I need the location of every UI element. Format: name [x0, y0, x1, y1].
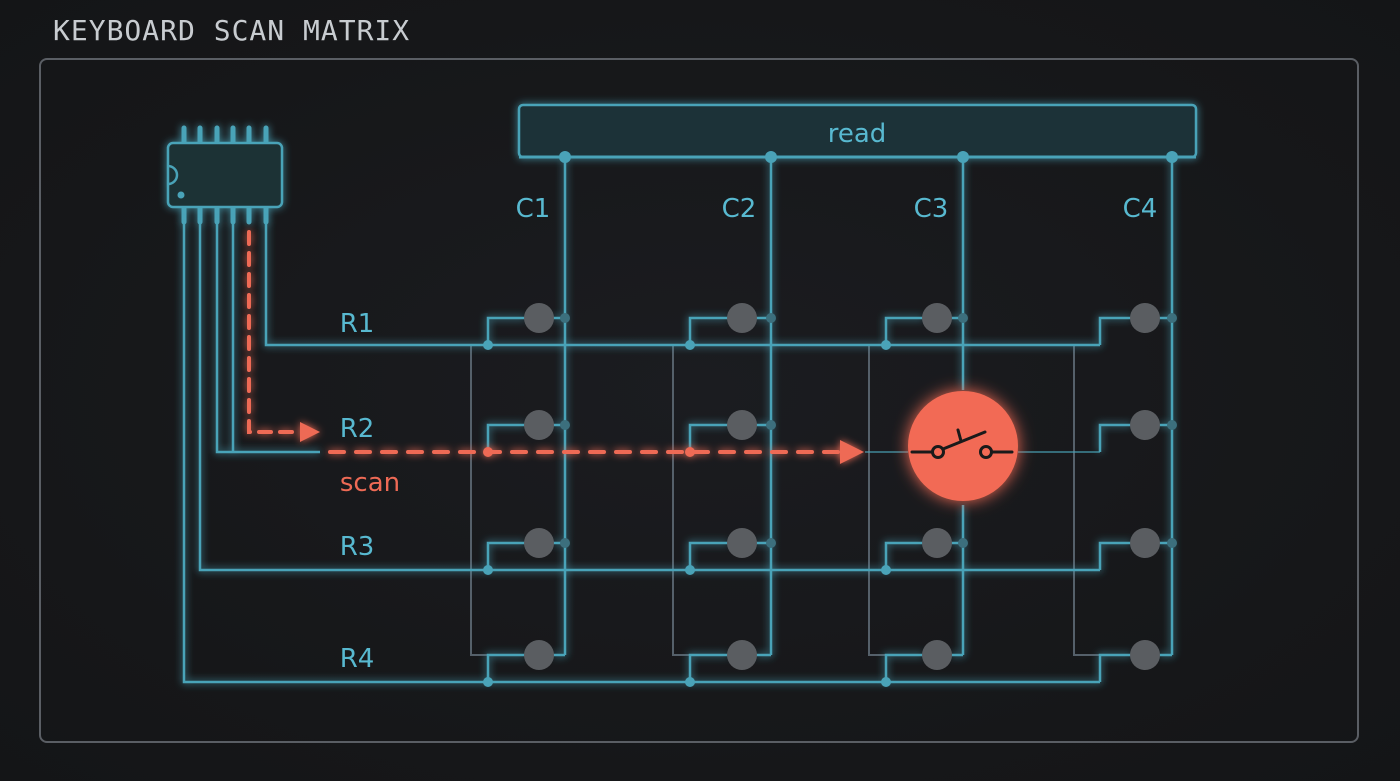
key-switch-icon[interactable]	[1130, 528, 1160, 558]
diagram-frame	[39, 58, 1359, 743]
key-switch-stubs	[486, 316, 1172, 682]
key-switch-icon[interactable]	[524, 410, 554, 440]
microcontroller-chip-icon	[166, 125, 284, 225]
row-junctions	[483, 340, 891, 687]
key-switch-icon[interactable]	[524, 640, 554, 670]
key-switch-icons	[524, 303, 1160, 670]
row-label-r1: R1	[340, 309, 375, 339]
key-switch-icon[interactable]	[727, 410, 757, 440]
scan-signal-path	[247, 230, 864, 464]
key-switch-icon[interactable]	[922, 640, 952, 670]
row-wire-r3	[198, 222, 1100, 572]
row-label-r3: R3	[340, 532, 375, 562]
scan-label: scan	[340, 468, 400, 498]
key-switch-icon[interactable]	[922, 303, 952, 333]
row-label-r2: R2	[340, 414, 375, 444]
column-label-c1: C1	[516, 194, 551, 224]
switch-open-icon	[910, 428, 1014, 459]
key-switch-icon[interactable]	[727, 528, 757, 558]
row-wires	[182, 222, 1100, 684]
row-wire-r4	[182, 222, 1100, 684]
column-label-c4: C4	[1123, 194, 1158, 224]
column-label-c3: C3	[914, 194, 949, 224]
key-switch-icon[interactable]	[727, 303, 757, 333]
column-junctions	[560, 313, 1177, 548]
row-wire-r2-feed	[215, 222, 320, 454]
read-bus-label: read	[828, 119, 887, 149]
diagram-title: KEYBOARD SCAN MATRIX	[53, 14, 411, 47]
column-wires	[563, 157, 1174, 655]
bus-junctions	[559, 151, 1178, 163]
scan-arrow-icon	[840, 440, 864, 464]
read-bus	[517, 103, 1198, 159]
key-switch-icon[interactable]	[922, 528, 952, 558]
key-switch-icon[interactable]	[524, 303, 554, 333]
row-label-r4: R4	[340, 644, 375, 674]
column-label-c2: C2	[722, 194, 757, 224]
key-switch-icon[interactable]	[524, 528, 554, 558]
scan-arrow-icon	[300, 422, 320, 442]
key-switch-icon[interactable]	[727, 640, 757, 670]
key-switch-icon[interactable]	[1130, 410, 1160, 440]
row-wire-r1	[264, 222, 1100, 347]
key-switch-icon[interactable]	[1130, 303, 1160, 333]
return-paths	[470, 345, 1100, 656]
pressed-key[interactable]	[908, 391, 1018, 501]
key-switch-icon[interactable]	[1130, 640, 1160, 670]
